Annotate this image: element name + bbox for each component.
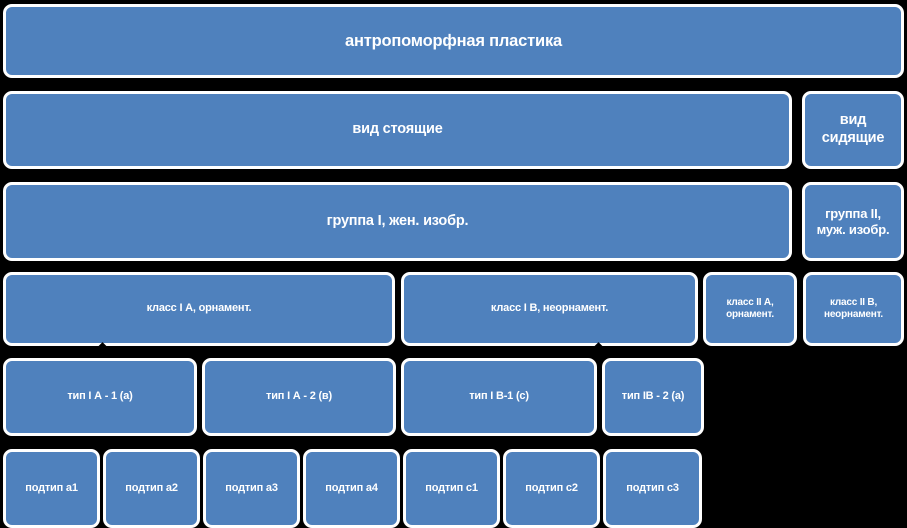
node-vid-sitting[interactable]: вид сидящие [802,91,904,169]
node-vid-standing[interactable]: вид стоящие [3,91,792,169]
node-podtip-c1[interactable]: подтип с1 [403,449,500,528]
node-gruppa-1-female[interactable]: группа I, жен. изобр. [3,182,792,261]
node-podtip-c3[interactable]: подтип с3 [603,449,702,528]
node-tip-1b-2-a[interactable]: тип IВ - 2 (а) [602,358,704,436]
node-podtip-a4[interactable]: подтип а4 [303,449,400,528]
connector-arrow-3 [295,437,305,443]
node-klass-1b-unornamented[interactable]: класс I В, неорнамент. [401,272,698,346]
node-tip-1a-2-v[interactable]: тип I А - 2 (в) [202,358,396,436]
connector-arrow-2 [195,437,205,443]
node-klass-2a-ornamented[interactable]: класс II А, орнамент. [703,272,797,346]
connector-diamond-2 [390,342,403,355]
node-podtip-c2[interactable]: подтип с2 [503,449,600,528]
connector-arrow-4 [395,437,405,443]
connector-arrow-6 [595,437,605,443]
node-root-anthropomorphic-plastic[interactable]: антропоморфная пластика [3,4,904,78]
node-gruppa-2-male[interactable]: группа II, муж. изобр. [802,182,904,261]
node-podtip-a2[interactable]: подтип а2 [103,449,200,528]
connector-arrow-1 [95,437,105,443]
node-podtip-a1[interactable]: подтип а1 [3,449,100,528]
node-tip-1b-1-c[interactable]: тип I В-1 (с) [401,358,597,436]
node-podtip-a3[interactable]: подтип а3 [203,449,300,528]
connector-arrow-5 [495,437,505,443]
node-klass-2b-unornamented[interactable]: класс II В, неорнамент. [803,272,904,346]
node-klass-1a-ornamented[interactable]: класс I А, орнамент. [3,272,395,346]
node-tip-1a-1-a[interactable]: тип I А - 1 (а) [3,358,197,436]
